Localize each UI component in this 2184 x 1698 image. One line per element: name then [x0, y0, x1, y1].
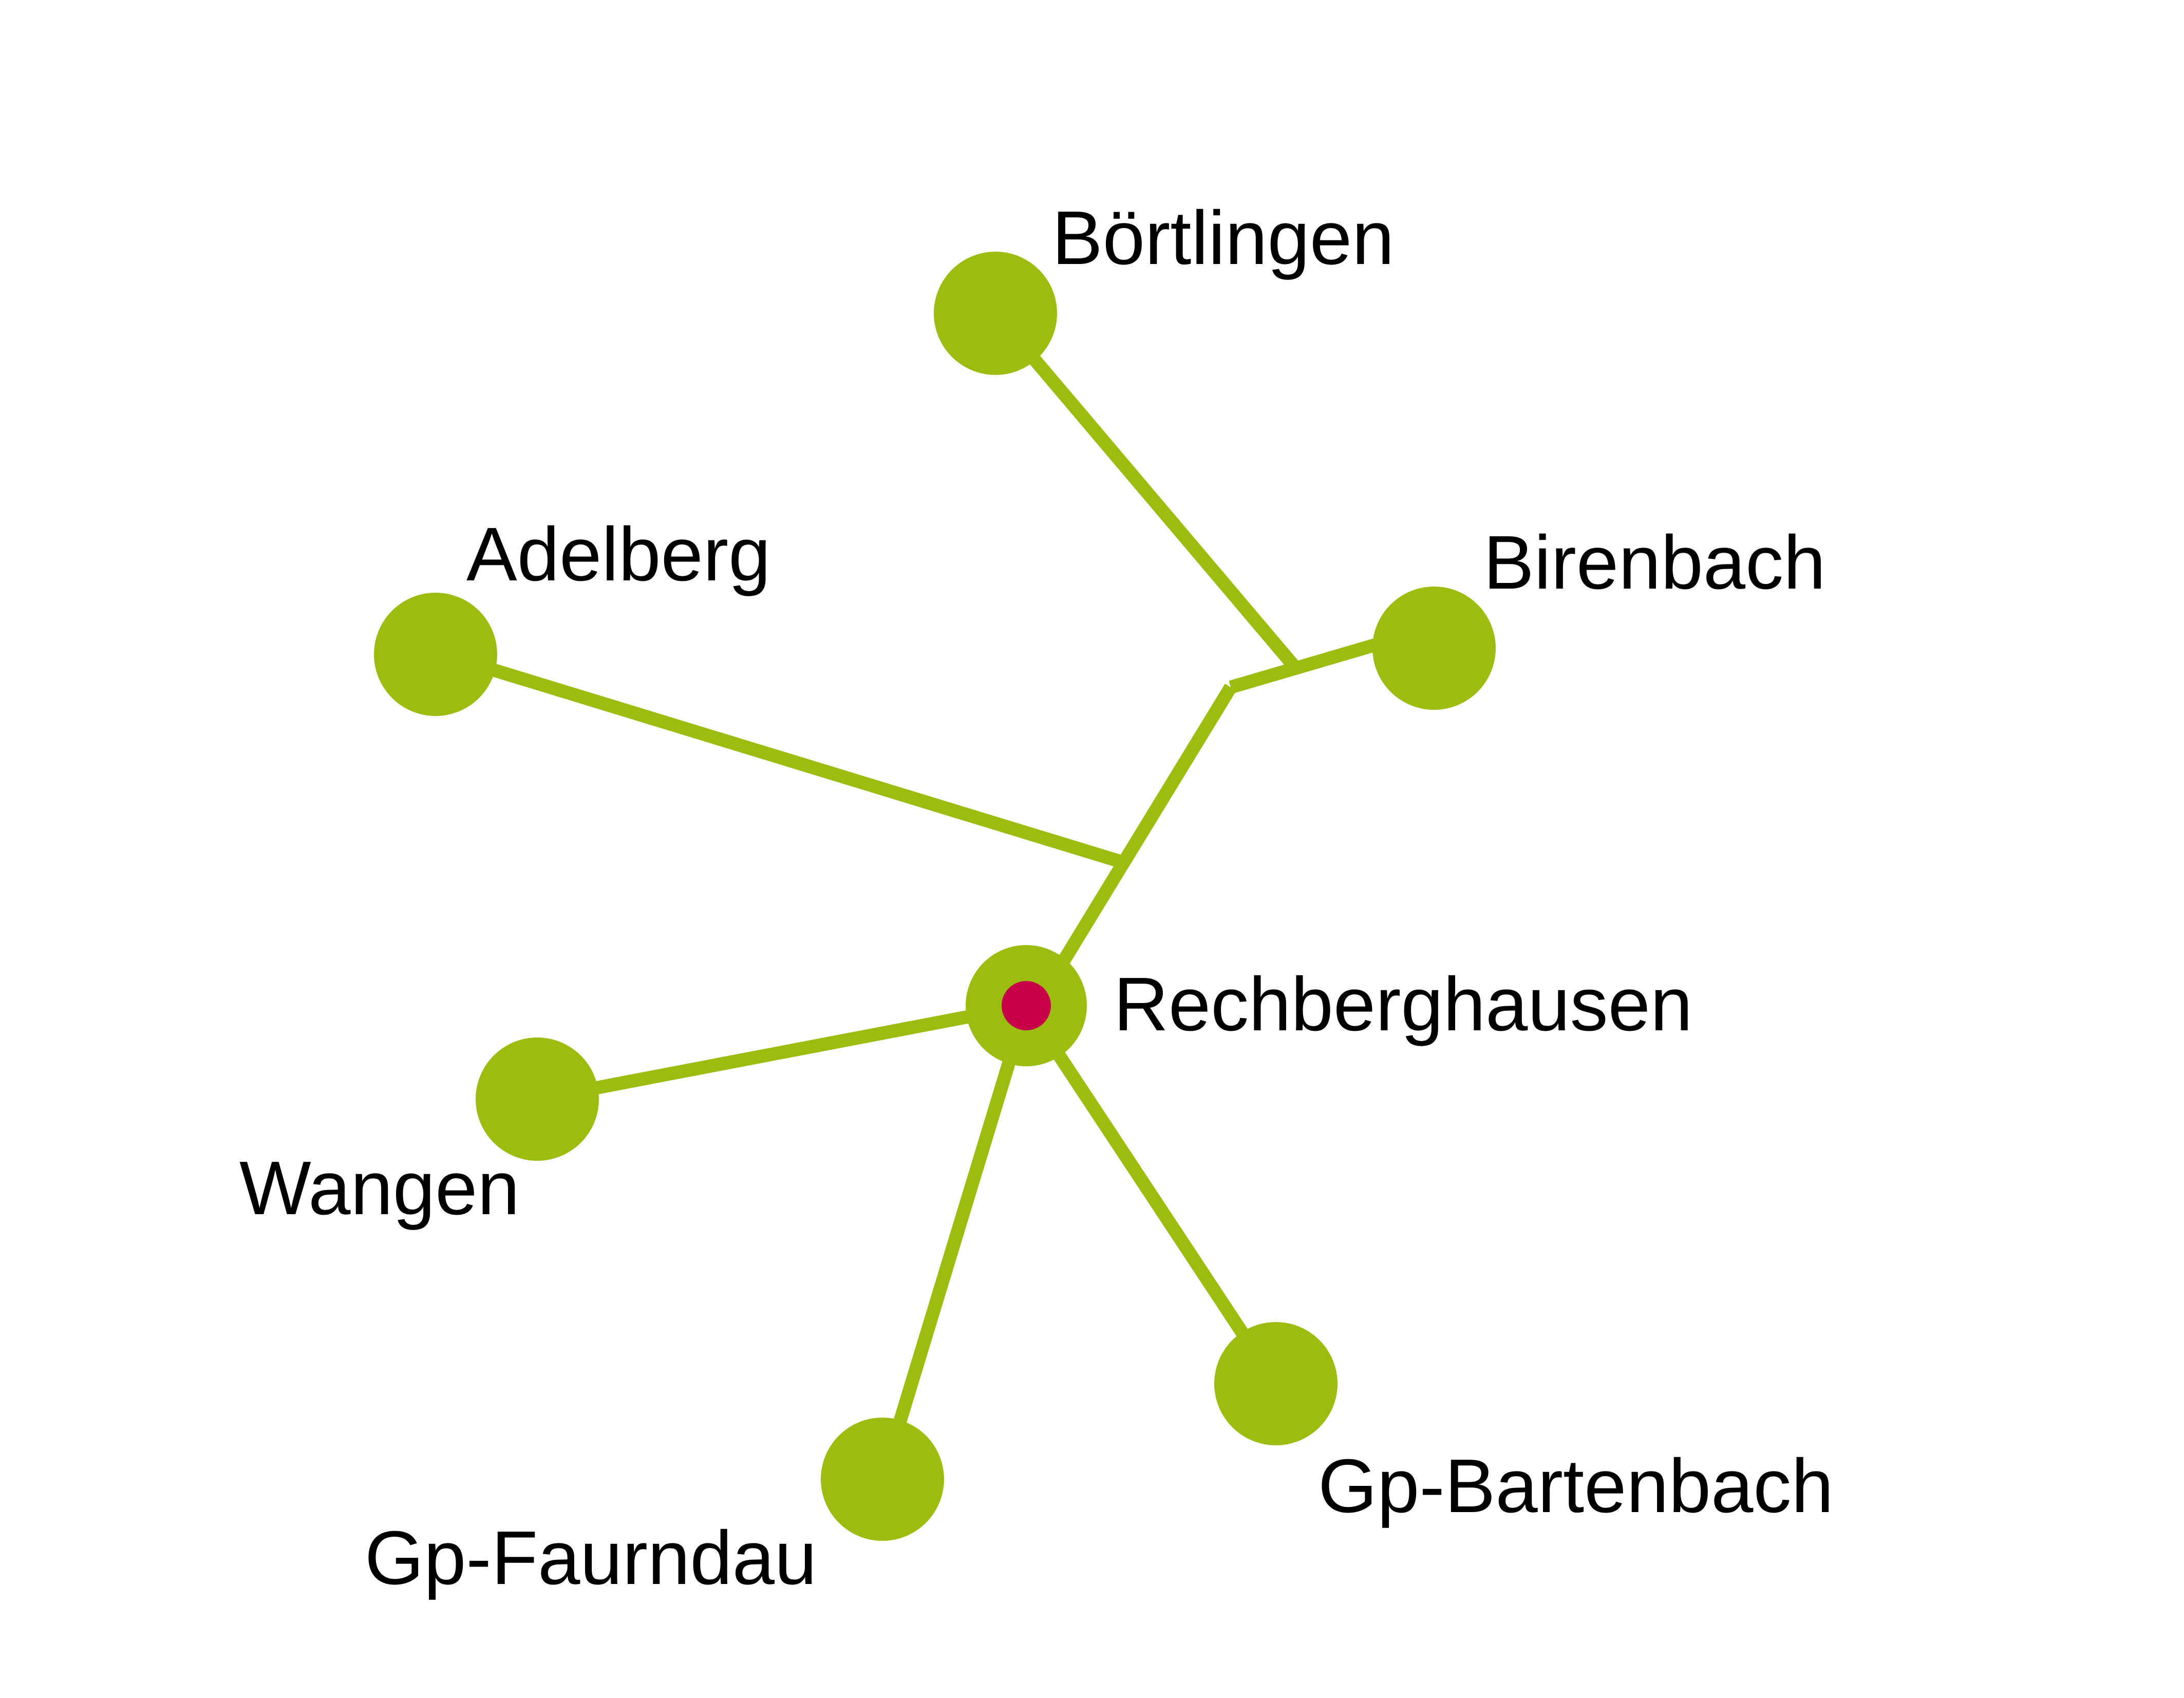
- node-wangen: [476, 1037, 599, 1161]
- label-wangen: Wangen: [239, 1146, 520, 1231]
- label-boertlingen: Börtlingen: [1052, 196, 1394, 280]
- labels: Börtlingen Birenbach Adelberg Wangen Gp-…: [239, 196, 1834, 1600]
- node-boertlingen: [934, 252, 1057, 375]
- node-gp-faurndau: [821, 1418, 944, 1541]
- nodes: [374, 252, 1496, 1541]
- center-dot: [1002, 981, 1051, 1030]
- label-birenbach: Birenbach: [1483, 520, 1825, 605]
- label-rechberghausen: Rechberghausen: [1114, 962, 1692, 1047]
- label-adelberg: Adelberg: [466, 512, 770, 597]
- connection-lines: [434, 309, 1436, 1481]
- label-gp-bartenbach: Gp-Bartenbach: [1318, 1444, 1834, 1529]
- node-birenbach: [1372, 587, 1496, 710]
- line-adelberg: [434, 646, 1127, 870]
- label-gp-faurndau: Gp-Faurndau: [365, 1516, 817, 1600]
- line-wangen: [536, 999, 1028, 1106]
- line-gp-faurndau: [876, 1004, 1033, 1481]
- trunk-line: [1057, 684, 1237, 965]
- line-gp-bartenbach: [1021, 1002, 1282, 1388]
- line-boertlingen: [990, 309, 1301, 672]
- node-gp-bartenbach: [1214, 1322, 1338, 1445]
- node-adelberg: [374, 593, 497, 716]
